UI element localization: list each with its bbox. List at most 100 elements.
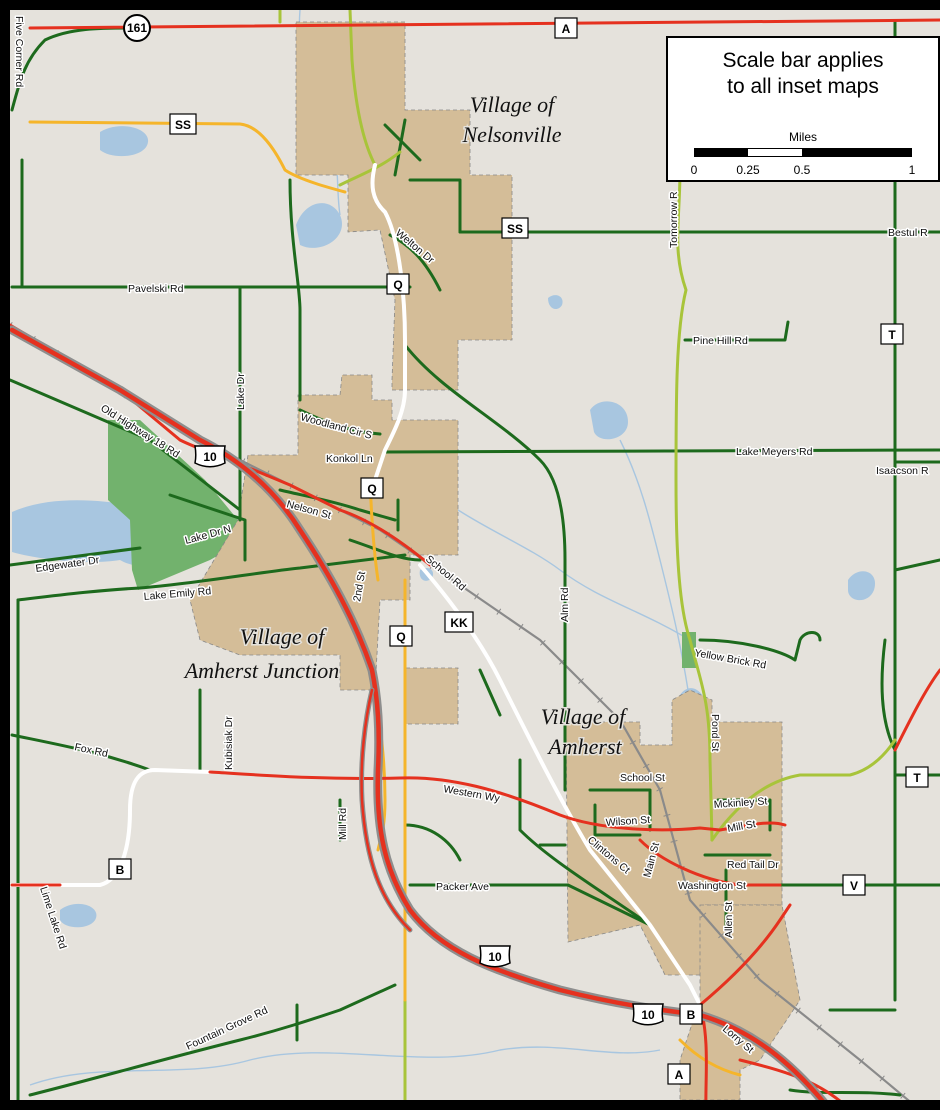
- scale-tick-05: 0.5: [793, 163, 811, 177]
- road-lake-meyers: [383, 448, 940, 454]
- shield-a-top: A: [554, 17, 578, 39]
- road-packer: [408, 883, 652, 927]
- road-amherst-grid-2: [593, 803, 642, 837]
- svg-text:V: V: [850, 879, 858, 893]
- road-yellow-brick: [698, 631, 822, 662]
- scale-title: Scale bar applies to all inset maps: [668, 48, 938, 100]
- amherst-label-1: Village of: [541, 704, 628, 729]
- shield-us10-south: 10: [479, 945, 511, 968]
- road-a-south: [678, 1038, 742, 1077]
- road-western-wy: [208, 770, 787, 832]
- road-ss: [28, 120, 347, 194]
- collector-roads-green: [278, 10, 897, 1100]
- road-old-hwy-18: [10, 378, 242, 512]
- amherst-label-2: Amherst: [546, 734, 622, 759]
- scale-tick-0: 0: [690, 163, 698, 177]
- scale-units: Miles: [788, 130, 817, 144]
- nelsonville-label-1: Village of: [470, 92, 557, 117]
- shield-q-mid: Q: [360, 477, 384, 499]
- road-top-bend: [288, 178, 302, 402]
- label-pavelski: Pavelski Rd: [128, 283, 184, 295]
- stream-4: [29, 1046, 661, 1086]
- road-ss-north: [408, 178, 462, 234]
- svg-text:Q: Q: [396, 630, 405, 644]
- road-kk: [418, 563, 702, 1007]
- label-washington: Washington St: [678, 880, 746, 892]
- nelsonville-area: [295, 21, 513, 391]
- road-east-loop: [880, 558, 940, 752]
- scale-bar-legend: Scale bar applies to all inset maps Mile…: [666, 36, 940, 182]
- svg-text:A: A: [562, 22, 571, 36]
- amherst-junction-annex: [405, 667, 459, 725]
- scale-title-line-1: Scale bar applies: [722, 49, 884, 72]
- svg-text:B: B: [116, 863, 125, 877]
- amherst-south-area: [679, 904, 801, 1100]
- small-pond-1: [548, 295, 563, 310]
- label-pine-hill: Pine Hill Rd: [693, 335, 748, 347]
- label-mill-rd: Mill Rd: [337, 808, 349, 840]
- scale-segment-3: [802, 148, 912, 157]
- road-packer-west: [403, 823, 462, 862]
- scale-tick-025: 0.25: [736, 163, 760, 177]
- label-wilson: Wilson St: [605, 814, 650, 829]
- svg-text:10: 10: [488, 950, 502, 964]
- label-five-corner: Five Corner Rd: [13, 16, 25, 87]
- svg-text:10: 10: [203, 450, 217, 464]
- road-old-hwy-red: [10, 323, 432, 567]
- label-tomorrow: Tomorrow R: [668, 191, 680, 248]
- road-welton-stub: [478, 668, 502, 717]
- svg-text:A: A: [675, 1068, 684, 1082]
- road-tomorrow: [674, 168, 714, 842]
- village-labels: Village of Nelsonville Village of Amhers…: [181, 91, 629, 761]
- scale-title-line-2: to all inset maps: [727, 75, 879, 98]
- road-lorry-south: [788, 1088, 902, 1097]
- road-washington: [638, 838, 782, 887]
- lake-nelsonville: [296, 203, 342, 248]
- amherst-junction-label-2: Amherst Junction: [183, 658, 340, 683]
- road-t-curve: [710, 738, 897, 842]
- label-school-st: School St: [620, 772, 665, 784]
- svg-text:T: T: [913, 771, 921, 785]
- label-bestul: Bestul R: [888, 227, 928, 239]
- shield-v: V: [842, 874, 866, 896]
- label-yellow-brick: Yellow Brick Rd: [693, 647, 767, 671]
- shield-ss-east: SS: [501, 217, 529, 239]
- road-q-curve: [338, 150, 402, 187]
- scale-segment-1: [694, 148, 748, 157]
- label-lake-meyers: Lake Meyers Rd: [736, 446, 813, 458]
- road-amherst-grid-1: [588, 788, 652, 832]
- village-areas: [189, 21, 801, 1100]
- lake-lime: [60, 903, 97, 928]
- shield-t-south: T: [905, 766, 929, 788]
- label-alm: Alm Rd: [559, 587, 571, 622]
- lake-top-left: [100, 126, 149, 157]
- shield-a-south: A: [667, 1063, 691, 1085]
- scale-segment-2: [748, 148, 802, 157]
- svg-text:B: B: [687, 1008, 696, 1022]
- lake-east: [848, 571, 876, 601]
- shield-b-east: B: [679, 1003, 703, 1025]
- amherst-junction-label-1: Village of: [240, 624, 327, 649]
- road-fountain-grove: [28, 983, 397, 1097]
- scale-tick-1: 1: [908, 163, 916, 177]
- shield-us10-east: 10: [632, 1003, 664, 1026]
- shield-ss-west: SS: [169, 113, 197, 135]
- road-edgewater: [10, 546, 142, 567]
- road-nelsonville-grid-2: [393, 118, 407, 177]
- lake-emily-park: [108, 420, 245, 590]
- stream-2: [419, 479, 691, 641]
- road-pine-hill: [683, 320, 790, 342]
- road-lake-emily: [16, 553, 407, 602]
- road-lake-dr-n: [168, 493, 247, 562]
- label-fountain-grove: Fountain Grove Rd: [184, 1004, 270, 1052]
- label-isaacson: Isaacson R: [876, 465, 929, 477]
- svg-text:Q: Q: [393, 278, 402, 292]
- lake-meyers: [590, 401, 628, 440]
- stream-3: [619, 439, 689, 691]
- shield-us10-west: 10: [194, 445, 226, 468]
- road-nelsonville-grid-1: [383, 123, 422, 162]
- road-clintons: [518, 758, 652, 927]
- label-allen: Allen St: [723, 902, 735, 938]
- svg-text:KK: KK: [450, 616, 468, 630]
